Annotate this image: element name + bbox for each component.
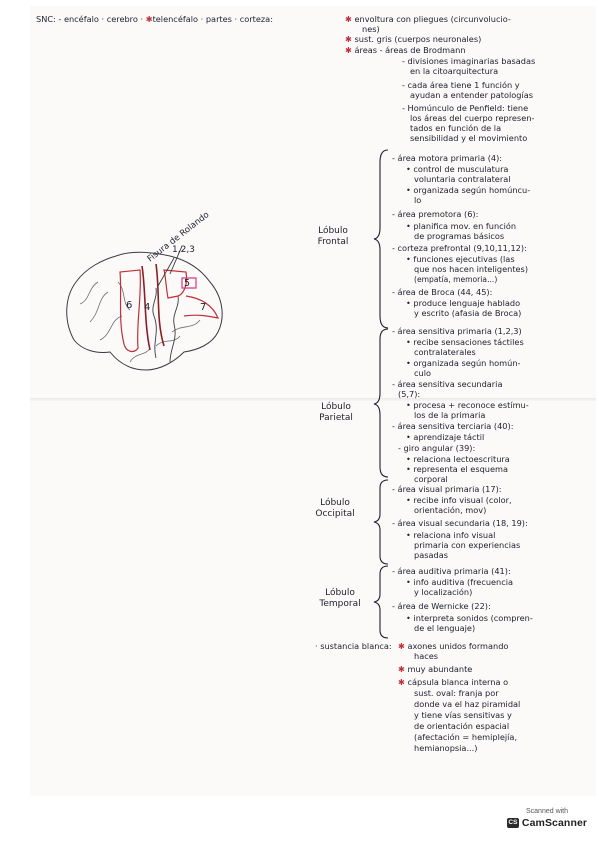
header-partes: · partes · corteza: — [198, 14, 273, 24]
frontal-line: de programas básicos — [414, 231, 505, 241]
areas-note: en la citoarquitectura — [410, 66, 499, 76]
header-line: SNC: - encéfalo · cerebro · ✱telencéfalo… — [36, 14, 273, 24]
occipital-line: • recibe info visual (color, — [406, 495, 512, 505]
parietal-line: • procesa + reconoce estímu- — [406, 400, 529, 410]
watermark-name: CamScanner — [521, 817, 588, 829]
frontal-line: - área premotora (6): — [392, 209, 479, 219]
frontal-brace — [373, 149, 389, 329]
corteza-item-1-cont: nes) — [362, 24, 380, 34]
parietal-line: (5,7): — [398, 389, 421, 399]
occipital-line: pasadas — [414, 550, 448, 560]
star-icon: ✱ — [345, 14, 352, 24]
temporal-line: - área de Wernicke (22): — [392, 601, 491, 611]
area-label: 7 — [200, 302, 206, 313]
corteza-item-3: ✱ áreas - áreas de Brodmann — [345, 45, 466, 55]
areas-note: - divisiones imaginarias basadas — [402, 56, 536, 66]
parietal-line: culo — [414, 368, 431, 378]
lobe-frontal-label: Lóbulo Frontal — [317, 226, 349, 247]
header-telencefalo: telencéfalo — [152, 14, 199, 24]
white-matter-line: haces — [414, 651, 439, 661]
corteza-item-1: ✱ envoltura con pliegues (circunvolucio- — [345, 14, 511, 24]
parietal-line: - área sensitiva terciaria (40): — [392, 421, 514, 431]
brain-diagram: Fisura de Rolando 1,2,3 6 4 5 7 — [66, 212, 223, 371]
temporal-line: • info auditiva (frecuencia — [406, 577, 514, 587]
area-label: 5 — [184, 278, 190, 289]
parietal-line: - giro angular (39): — [398, 443, 476, 453]
occipital-line: primaria con experiencias — [414, 540, 521, 550]
frontal-line: y escrito (afasia de Broca) — [414, 308, 522, 318]
frontal-line: • organizada según homúncu- — [406, 185, 531, 195]
parietal-line: contralaterales — [414, 347, 476, 357]
frontal-line: que nos hacen inteligentes) — [414, 264, 529, 274]
frontal-line: (empatía, memoria...) — [414, 275, 498, 284]
lobe-parietal-label: Lóbulo Parietal — [319, 402, 353, 423]
frontal-line: - corteza prefrontal (9,10,11,12): — [392, 243, 527, 253]
occipital-line: orientación, mov) — [414, 505, 487, 515]
parietal-line: los de la primaria — [414, 410, 486, 420]
parietal-line: corporal — [414, 474, 448, 484]
frontal-line: voluntaria contralateral — [414, 174, 511, 184]
notebook-page — [30, 6, 596, 796]
white-matter-line: ✱ axones unidos formando — [398, 641, 509, 651]
area-label: 6 — [126, 300, 132, 311]
area-label: 4 — [144, 302, 150, 313]
parietal-line: - área sensitiva primaria (1,2,3) — [392, 326, 522, 336]
header-prefix: SNC: - encéfalo · cerebro · — [36, 14, 146, 24]
frontal-line: lo — [414, 195, 422, 205]
star-icon: ✱ — [145, 14, 153, 24]
parietal-brace — [373, 328, 389, 478]
frontal-line: • control de musculatura — [406, 164, 509, 174]
areas-note: ayudan a entender patologías — [410, 90, 534, 100]
parietal-line: • organizada según homún- — [406, 358, 521, 368]
frontal-line: • produce lenguaje hablado — [406, 298, 521, 308]
page-fold — [30, 398, 596, 401]
temporal-line: de el lenguaje) — [414, 623, 476, 633]
parietal-line: • recibe sensaciones táctiles — [406, 337, 524, 347]
parietal-line: • aprendizaje táctil — [406, 432, 485, 442]
temporal-line: - área auditiva primaria (41): — [392, 566, 511, 576]
occipital-line: • relaciona info visual — [406, 530, 496, 540]
white-matter-line: y tiene vías sensitivas y — [414, 710, 512, 720]
frontal-line: - área motora primaria (4): — [392, 153, 503, 163]
fissure-label: Fisura de Rolando — [146, 212, 212, 264]
frontal-line: - área de Broca (44, 45): — [392, 287, 493, 297]
frontal-line: • planifica mov. en función — [406, 221, 517, 231]
white-matter-line: ✱ muy abundante — [398, 664, 473, 674]
temporal-brace — [373, 565, 389, 639]
occipital-brace — [373, 479, 389, 565]
areas-note: tados en función de la — [410, 123, 502, 133]
temporal-line: • interpreta sonidos (compren- — [406, 613, 533, 623]
white-matter-line: (afectación = hemiplejía, — [414, 732, 518, 742]
star-icon: ✱ — [398, 664, 405, 674]
white-matter-line: ✱ cápsula blanca interna o — [398, 677, 509, 687]
white-matter-heading: · sustancia blanca: — [315, 641, 392, 651]
camscanner-logo-icon: CS — [506, 818, 519, 828]
white-matter-line: hemianopsia...) — [414, 743, 478, 753]
lobe-occipital-label: Lóbulo Occipital — [315, 498, 355, 519]
parietal-line: - área sensitiva secundaria — [392, 379, 503, 389]
lobe-temporal-label: Lóbulo Temporal — [319, 588, 361, 609]
areas-note: sensibilidad y el movimiento — [410, 133, 528, 143]
occipital-line: - área visual primaria (17): — [392, 484, 502, 494]
corteza-item-2: ✱ sust. gris (cuerpos neuronales) — [345, 34, 482, 44]
scanner-watermark: Scanned with CS CamScanner — [504, 808, 590, 838]
frontal-line: • funciones ejecutivas (las — [406, 254, 515, 264]
occipital-line: - área visual secundaria (18, 19): — [392, 518, 528, 528]
areas-note: los áreas del cuerpo represen- — [410, 113, 535, 123]
watermark-top: Scanned with — [525, 808, 569, 815]
area-numbers-label: 1,2,3 — [172, 245, 195, 255]
star-icon: ✱ — [398, 641, 405, 651]
star-icon: ✱ — [398, 677, 405, 687]
temporal-line: y localización) — [414, 587, 473, 597]
white-matter-line: sust. oval: franja por — [414, 688, 499, 698]
areas-note: - cada área tiene 1 función y — [402, 80, 520, 90]
parietal-line: • representa el esquema — [406, 464, 509, 474]
areas-note: - Homúnculo de Penfield: tiene — [402, 103, 529, 113]
star-icon: ✱ — [345, 45, 352, 55]
white-matter-line: de orientación espacial — [414, 721, 510, 731]
parietal-line: • relaciona lectoescritura — [406, 454, 510, 464]
white-matter-line: donde va el haz piramidal — [414, 699, 521, 709]
star-icon: ✱ — [345, 34, 352, 44]
